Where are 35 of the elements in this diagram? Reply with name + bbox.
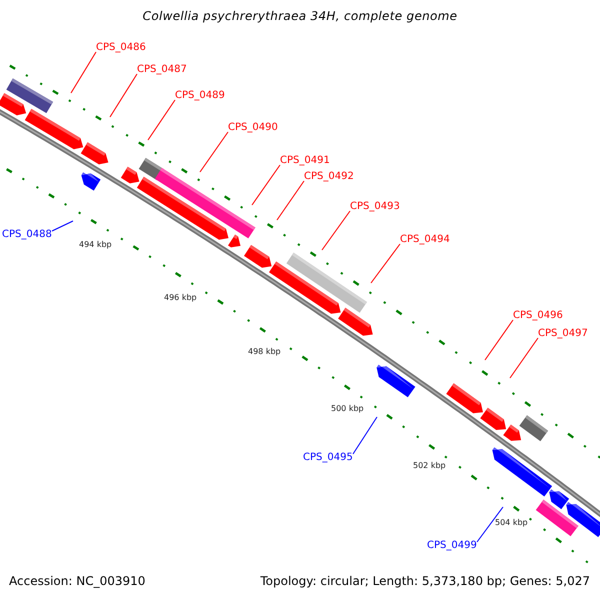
gene-label: CPS_0494 [400,234,450,246]
leader-line [70,52,96,94]
leader-line [110,74,138,118]
leader-line [510,338,538,378]
gene-label: CPS_0488 [2,229,52,241]
leader-line [476,506,504,542]
leader-line [352,416,378,454]
scale-label: 500 kbp [331,404,364,413]
gene-label: CPS_0495 [303,452,353,464]
scale-label: 498 kbp [248,347,281,356]
gene-label: CPS_0496 [513,310,563,322]
leader-line [370,244,400,284]
leader-line [148,100,176,140]
gene-label: CPS_0490 [228,122,278,134]
gene-label: CPS_0486 [96,42,146,54]
leader-line [322,210,350,250]
gene-label: CPS_0499 [427,540,477,552]
leader-line [276,180,304,220]
scale-label: 494 kbp [79,240,112,249]
footer-text: Accession: NC_003910 [9,574,146,588]
scale-label: 502 kbp [413,461,446,470]
leader-line [200,132,228,172]
leader-line [484,320,514,360]
scale-label: 504 kbp [495,518,528,527]
leader-line [252,164,280,206]
leader-line [52,220,74,232]
gene-label: CPS_0492 [304,171,354,183]
gene-label: CPS_0487 [137,64,187,76]
scale-label: 496 kbp [164,293,197,302]
gene-label: CPS_0491 [280,155,330,167]
gene-label: CPS_0493 [350,201,400,213]
title: Colwellia psychrerythraea 34H, complete genome [142,9,458,23]
gene-label: CPS_0489 [175,90,225,102]
footer-text: Topology: circular; Length: 5,373,180 bp; Genes: 5,027 [260,574,590,588]
gene-label: CPS_0497 [538,328,588,340]
